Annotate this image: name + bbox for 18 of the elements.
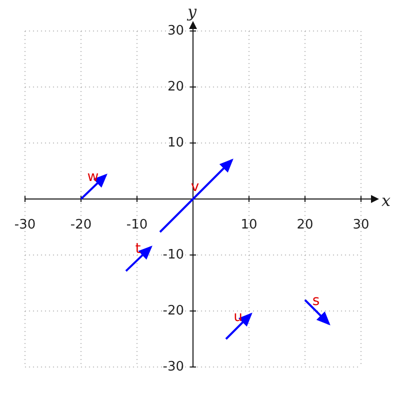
tick-label: 20 [296,218,314,232]
axis-label: x [381,193,391,209]
vector-label: t [135,242,141,256]
tick-label: 30 [167,24,184,38]
tick-label: 20 [167,80,184,94]
tick-label: -30 [14,218,36,232]
tick-label: -20 [162,304,184,318]
vector-label: s [312,294,320,308]
tick-label: 10 [167,136,184,150]
tick-label: -20 [70,218,92,232]
axis-label: y [187,4,197,20]
tick-label: -30 [162,360,184,374]
vector-label: w [87,170,99,184]
tick-label: 30 [352,218,370,232]
tick-label: 10 [240,218,258,232]
vector-label: u [234,310,242,324]
tick-label: -10 [162,248,184,262]
tick-label: -10 [126,218,148,232]
